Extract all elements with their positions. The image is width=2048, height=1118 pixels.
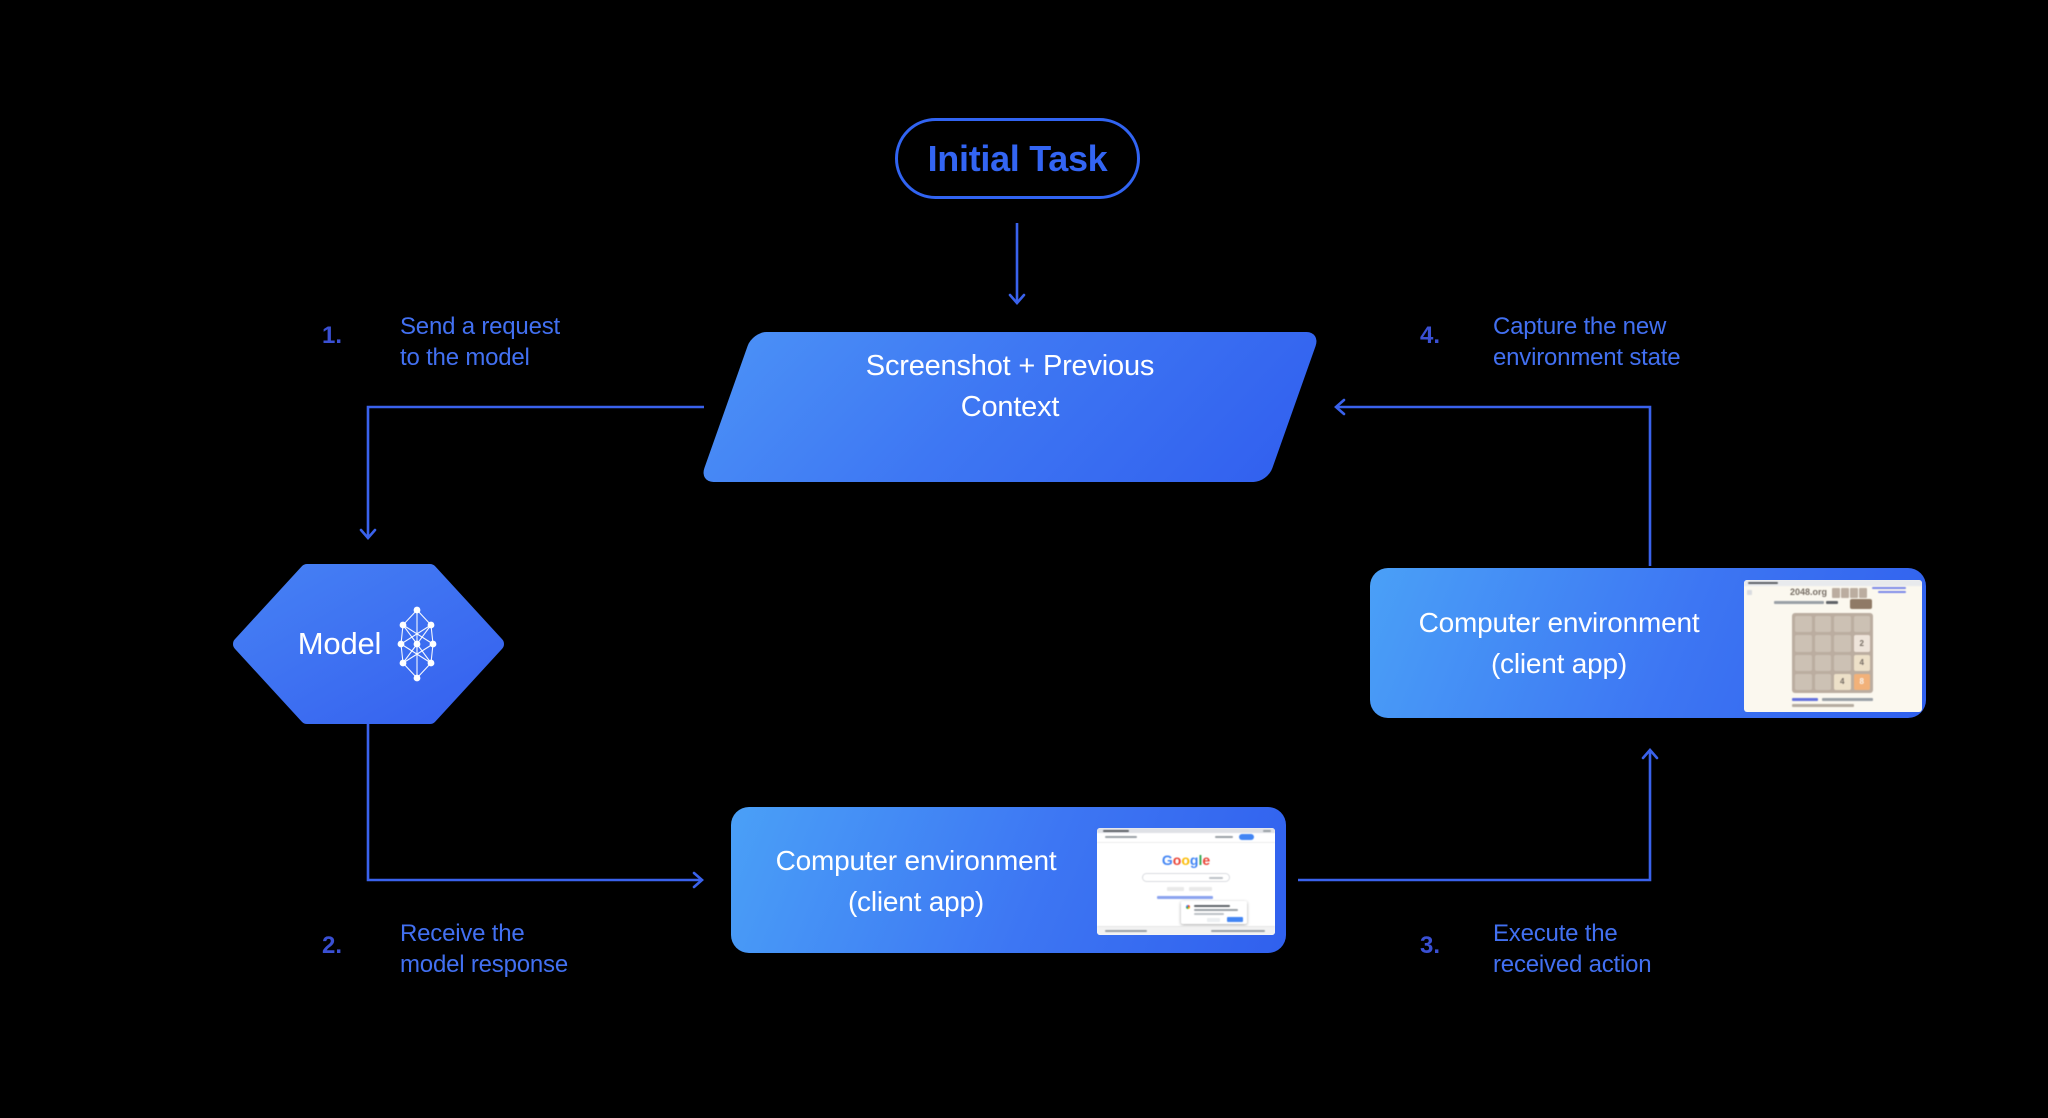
search-bar [1142, 873, 1230, 882]
site-title: 2048.org [1790, 587, 1828, 597]
arrow-env-to-env [1298, 748, 1659, 882]
game-grid: 2 4 4 8 [1792, 613, 1873, 693]
step-4-number: 4. [1420, 322, 1441, 349]
step-3-label: Execute the received action [1493, 920, 1652, 978]
tile: 4 [1834, 673, 1851, 690]
lucky-button [1189, 887, 1212, 891]
model-label: Model [297, 626, 382, 661]
browser-tab-bar [1097, 828, 1275, 833]
step-1-label: Send a request to the model [400, 313, 560, 371]
google-screenshot-thumbnail: Google [1097, 828, 1275, 935]
step-3-number: 3. [1420, 932, 1441, 959]
score-box [1859, 588, 1867, 598]
game-2048-screenshot-thumbnail: 2048.org 2 4 4 8 [1744, 580, 1922, 712]
step-2-number: 2. [322, 932, 343, 959]
arrow-model-to-env [366, 717, 704, 889]
header-link [1878, 591, 1906, 593]
signin-dialog [1181, 901, 1247, 924]
screenshot-context-label: Screenshot + Previous Context [865, 350, 1155, 423]
browser-toolbar [1097, 833, 1275, 843]
model-node: Model [240, 571, 497, 717]
computer-env-right-label: Computer environment (client app) [1418, 607, 1700, 679]
tile: 4 [1853, 654, 1870, 671]
step-2-label: Receive the model response [400, 920, 568, 978]
browser-tab-bar [1744, 580, 1922, 586]
step-1-number: 1. [322, 322, 343, 349]
browser-icon [1747, 590, 1752, 595]
header-link [1872, 587, 1906, 589]
step-4-label: Capture the new environment state [1493, 313, 1681, 371]
arrow-env-to-context [1334, 398, 1652, 566]
neural-network-icon [397, 606, 437, 682]
signin-button-toolbar [1239, 834, 1254, 840]
tile: 2 [1853, 635, 1870, 652]
score-box [1832, 588, 1840, 598]
footer-link [1792, 698, 1818, 701]
search-button [1167, 887, 1184, 891]
new-game-button [1850, 599, 1872, 609]
google-logo-small [1186, 905, 1190, 909]
score-box [1841, 588, 1849, 598]
arrow-context-to-model [359, 405, 704, 540]
initial-task-label: Initial Task [927, 137, 1108, 179]
initial-task-pill: Initial Task [895, 118, 1140, 199]
dialog-signin-button [1227, 917, 1243, 922]
tile: 8 [1853, 673, 1870, 690]
score-box [1850, 588, 1858, 598]
model-hexagon [233, 564, 504, 724]
language-link [1157, 896, 1213, 899]
computer-env-bottom-label: Computer environment (client app) [775, 845, 1057, 917]
dialog-dismiss-button [1207, 918, 1220, 922]
google-logo: Google [1161, 852, 1211, 868]
google-footer [1097, 926, 1275, 935]
